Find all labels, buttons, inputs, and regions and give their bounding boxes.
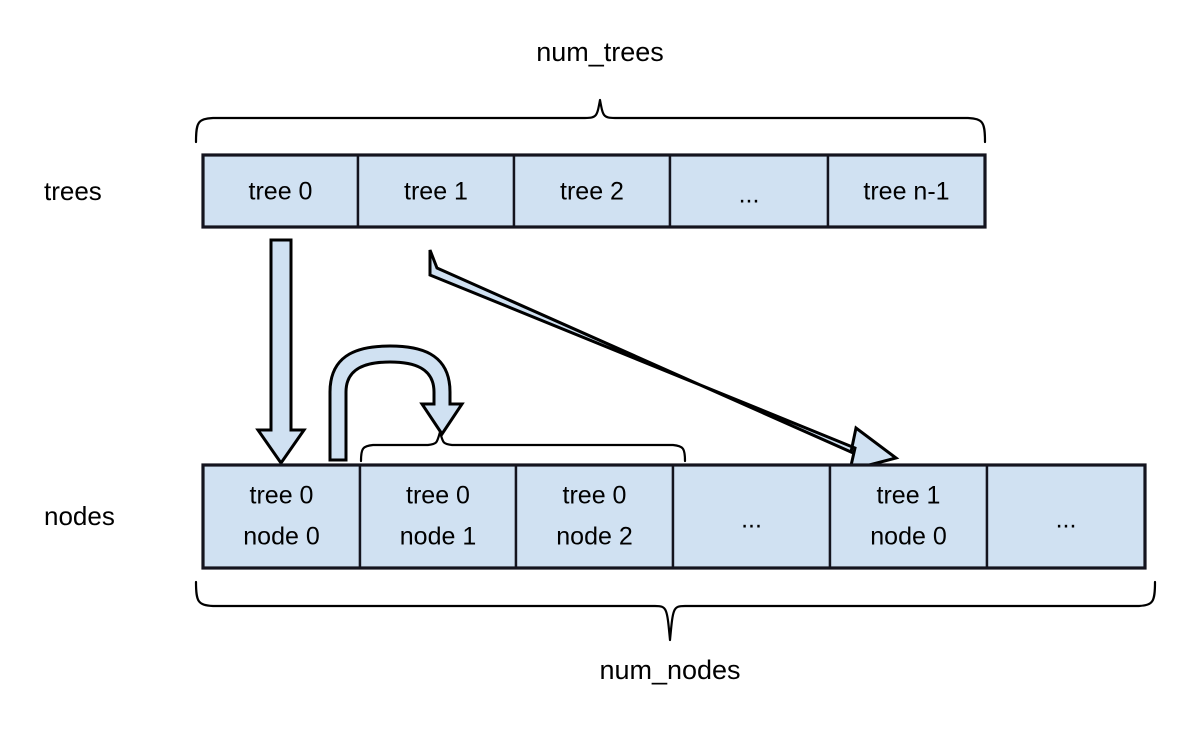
u-turn-arrow-icon	[328, 344, 465, 462]
nodes-cell-text-line2: node 0	[870, 523, 946, 551]
trees-cell[interactable]	[356, 153, 516, 229]
nodes-cell-text-line1: ...	[1056, 506, 1077, 534]
trees-row-outline	[201, 153, 987, 229]
trees-cell-text: tree 2	[560, 178, 624, 206]
trees-row: tree 0 tree 1 tree 2 ... tree n-1	[201, 153, 987, 229]
diagonal-arrow-icon	[428, 249, 900, 473]
nodes-cell-text-line2: node 0	[243, 523, 319, 551]
arrow-tree1-to-tree1node0	[428, 249, 900, 473]
brace-num-nodes-path	[194, 580, 1157, 642]
nodes-cell-text-line1: tree 0	[406, 482, 470, 510]
brace-num-trees	[194, 98, 987, 144]
row-label-nodes: nodes	[44, 501, 115, 531]
brace-num-trees-label: num_trees	[536, 37, 664, 67]
trees-cell-text: ...	[739, 181, 760, 209]
nodes-row: tree 0 node 0 tree 0 node 1 tree 0 node …	[201, 463, 1147, 570]
arrow-tree0-to-node0	[255, 238, 307, 466]
row-label-trees: trees	[44, 176, 102, 206]
arrow-node0-to-node1	[328, 344, 465, 462]
nodes-cell-text-line2: node 2	[556, 523, 632, 551]
brace-num-nodes-label: num_nodes	[599, 655, 740, 685]
brace-num-trees-path	[194, 98, 987, 144]
straight-down-arrow-icon	[255, 238, 307, 466]
nodes-cell[interactable]	[671, 463, 832, 570]
nodes-cell-text-line1: tree 1	[877, 482, 941, 510]
trees-cell-text: tree 1	[404, 178, 468, 206]
nodes-cell[interactable]	[828, 463, 989, 570]
brace-inner-path	[359, 430, 687, 463]
nodes-cell[interactable]	[201, 463, 362, 570]
nodes-cell-text-line1: tree 0	[563, 482, 627, 510]
nodes-cell-text-line1: tree 0	[250, 482, 314, 510]
trees-cell-text: tree n-1	[863, 178, 949, 206]
nodes-cell[interactable]	[985, 463, 1147, 570]
nodes-cell[interactable]	[358, 463, 518, 570]
nodes-cell[interactable]	[514, 463, 675, 570]
nodes-row-outline	[201, 463, 1147, 570]
nodes-cell-text-line2: node 1	[400, 523, 476, 551]
trees-cell-text: tree 0	[249, 178, 313, 206]
brace-num-nodes	[194, 580, 1157, 642]
nodes-cell-text-line1: ...	[741, 506, 762, 534]
brace-inner-tree0-nodes	[359, 430, 687, 463]
